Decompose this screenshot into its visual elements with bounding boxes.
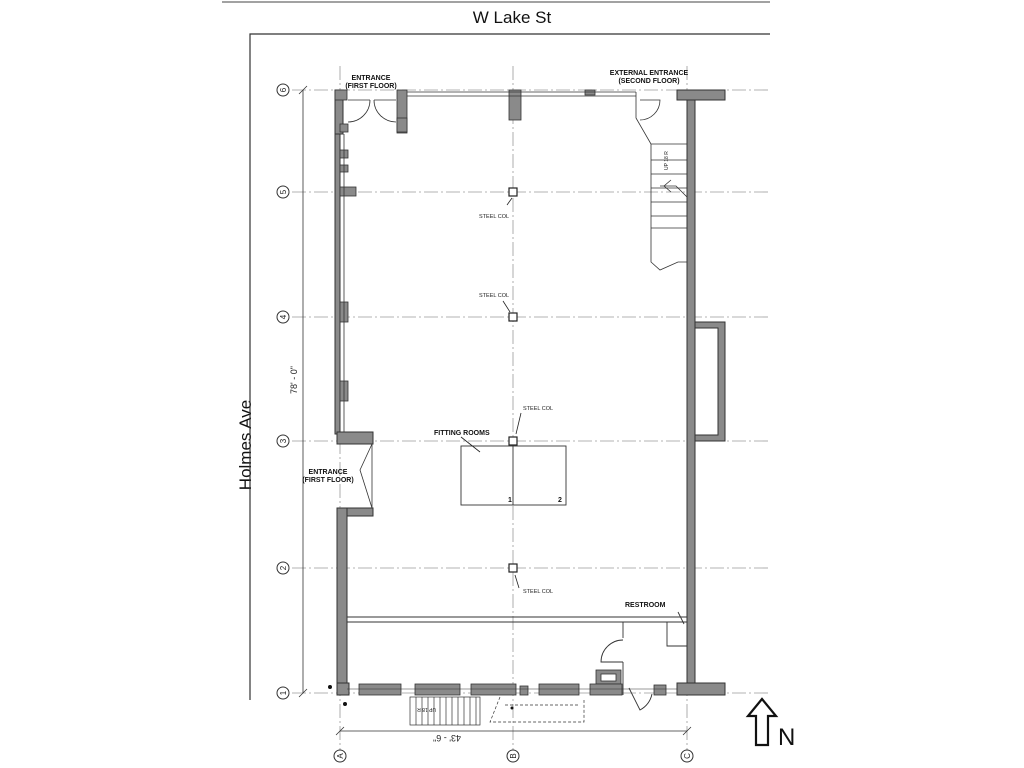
entrance-north-label: ENTRANCE xyxy=(352,75,391,82)
steel-column xyxy=(508,436,518,446)
steel-column xyxy=(508,187,518,197)
exterior-walls xyxy=(334,89,726,696)
grid-bubble-b xyxy=(506,749,520,763)
dimension-horizontal xyxy=(335,726,692,736)
stair-south xyxy=(409,696,585,726)
grid-bubble-5 xyxy=(276,185,290,199)
grid-col-label: B xyxy=(509,753,518,758)
south-storefront xyxy=(358,683,623,696)
grid-row-label: 6 xyxy=(279,87,288,92)
restroom-area xyxy=(347,611,687,711)
fitting-room-number: 2 xyxy=(558,497,562,504)
entrance-west-label: ENTRANCE xyxy=(309,469,348,476)
steel-col-label: STEEL COL xyxy=(479,293,509,299)
steel-col-label: STEEL COL xyxy=(523,406,553,412)
fitting-rooms-label: FITTING ROOMS xyxy=(434,430,490,437)
external-entrance-sublabel: (SECOND FLOOR) xyxy=(618,78,679,85)
steel-col-label: STEEL COL xyxy=(479,214,509,220)
grid-bubble-a xyxy=(333,749,347,763)
grid-row-label: 5 xyxy=(279,189,288,194)
restroom-label: RESTROOM xyxy=(625,602,666,609)
fitting-room-number: 1 xyxy=(508,497,512,504)
grid-bubble-6 xyxy=(276,83,290,97)
stair-up-label-bottom: UP 18 R xyxy=(417,706,436,712)
entrance-door-west[interactable] xyxy=(359,443,373,509)
steel-col-label: STEEL COL xyxy=(523,589,553,595)
external-entrance-label: EXTERNAL ENTRANCE xyxy=(610,70,689,77)
grid-bubble-4 xyxy=(276,310,290,324)
dimension-vertical xyxy=(298,85,308,698)
north-label: N xyxy=(778,724,796,751)
grid-bubble-3 xyxy=(276,434,290,448)
grid-row-label: 3 xyxy=(279,438,288,443)
fitting-rooms xyxy=(460,445,567,506)
dimension-horizontal-label: 43' - 6" xyxy=(433,733,461,743)
stair-northeast xyxy=(635,92,688,271)
grid-row-label: 4 xyxy=(279,314,288,319)
entrance-door-north[interactable] xyxy=(347,99,397,123)
steel-columns xyxy=(508,187,518,573)
dimension-vertical-label: 78' - 0" xyxy=(289,366,299,394)
grid-bubble-1 xyxy=(276,686,290,700)
entrance-north-sublabel: (FIRST FLOOR) xyxy=(345,83,396,90)
grid-col-label: C xyxy=(683,753,692,759)
grid-row-bubbles xyxy=(276,83,290,700)
north-arrow-icon xyxy=(745,697,779,747)
street-label-north: W Lake St xyxy=(472,8,552,27)
grid-col-label: A xyxy=(336,753,345,759)
steel-column xyxy=(508,312,518,322)
stair-up-label-top: UP 18 R xyxy=(664,151,670,170)
entrance-west-sublabel: (FIRST FLOOR) xyxy=(302,477,353,484)
grid-bubble-c xyxy=(680,749,694,763)
grid-bubble-2 xyxy=(276,561,290,575)
steel-column xyxy=(508,563,518,573)
grid-row-label: 2 xyxy=(279,565,288,570)
grid-row-label: 1 xyxy=(279,690,288,695)
